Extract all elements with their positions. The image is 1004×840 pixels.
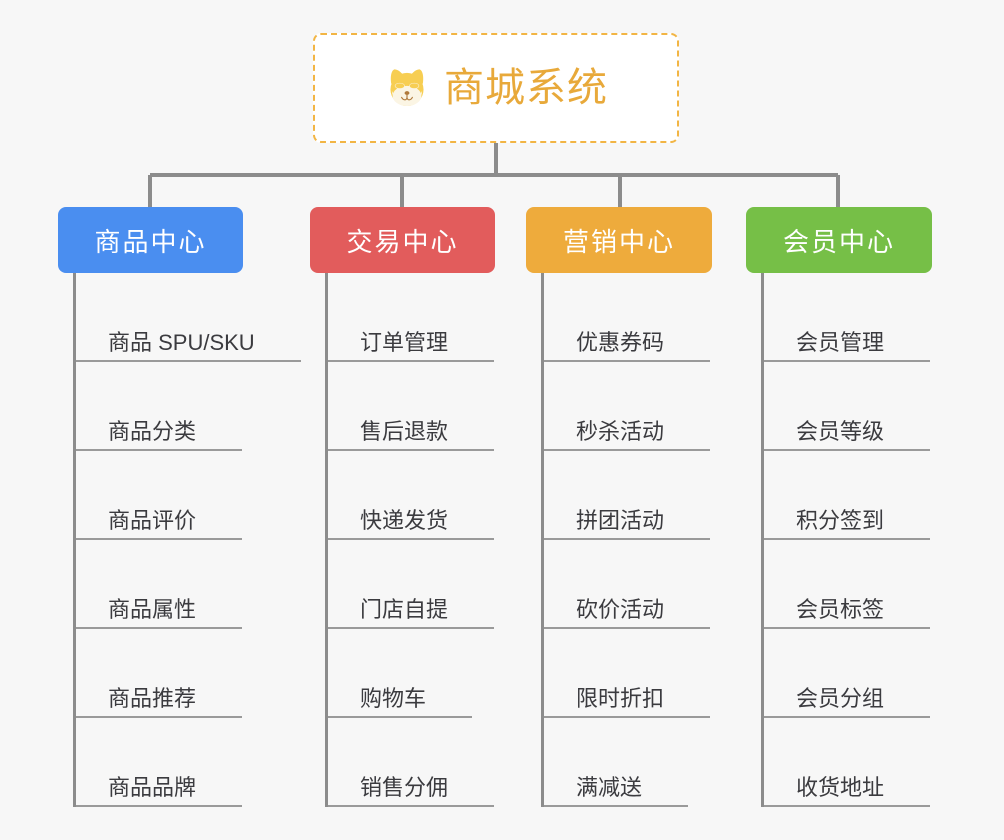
branch-column-1: 商品中心 商品 SPU/SKU 商品分类 商品评价 商品属性 商品推荐 商品品牌	[58, 207, 301, 807]
branch-column-3: 营销中心 优惠券码 秒杀活动 拼团活动 砍价活动 限时折扣 满减送	[526, 207, 712, 807]
root-title: 商城系统	[444, 66, 608, 110]
leaf-label: 商品 SPU/SKU	[76, 329, 301, 362]
leaf-item[interactable]: 积分签到	[764, 451, 931, 540]
leaf-list-3: 优惠券码 秒杀活动 拼团活动 砍价活动 限时折扣 满减送	[541, 273, 711, 807]
leaf-item[interactable]: 订单管理	[328, 273, 495, 362]
leaf-item[interactable]: 限时折扣	[544, 629, 711, 718]
leaf-item[interactable]: 收货地址	[764, 718, 931, 807]
leaf-item[interactable]: 优惠券码	[544, 273, 711, 362]
branch-header-4[interactable]: 会员中心	[746, 207, 932, 273]
leaf-item[interactable]: 拼团活动	[544, 451, 711, 540]
branch-header-3[interactable]: 营销中心	[526, 207, 712, 273]
leaf-item[interactable]: 商品分类	[76, 362, 301, 451]
leaf-item[interactable]: 商品评价	[76, 451, 301, 540]
leaf-label: 优惠券码	[544, 329, 711, 362]
leaf-item[interactable]: 购物车	[328, 629, 494, 718]
leaf-item[interactable]: 秒杀活动	[544, 362, 711, 451]
branch-header-label-1: 商品中心	[94, 226, 207, 257]
leaf-item[interactable]: 会员分组	[764, 629, 931, 718]
leaf-label: 商品评价	[76, 507, 243, 540]
leaf-label: 会员等级	[764, 418, 931, 451]
leaf-item[interactable]: 快递发货	[328, 451, 495, 540]
leaf-item[interactable]: 门店自提	[328, 540, 495, 629]
leaf-label: 销售分佣	[328, 774, 495, 807]
leaf-item[interactable]: 砍价活动	[544, 540, 711, 629]
branch-column-4: 会员中心 会员管理 会员等级 积分签到 会员标签 会员分组 收货地址	[746, 207, 932, 807]
leaf-label: 商品属性	[76, 596, 243, 629]
leaf-list-1: 商品 SPU/SKU 商品分类 商品评价 商品属性 商品推荐 商品品牌	[73, 273, 301, 807]
branch-header-label-3: 营销中心	[562, 226, 675, 257]
leaf-label: 限时折扣	[544, 685, 711, 718]
leaf-item[interactable]: 会员管理	[764, 273, 931, 362]
leaf-label: 购物车	[328, 685, 473, 718]
leaf-label: 会员分组	[764, 685, 931, 718]
branch-header-1[interactable]: 商品中心	[58, 207, 243, 273]
leaf-item[interactable]: 售后退款	[328, 362, 495, 451]
leaf-label: 满减送	[544, 774, 689, 807]
leaf-item[interactable]: 满减送	[544, 718, 710, 807]
leaf-label: 商品推荐	[76, 685, 243, 718]
leaf-label: 会员管理	[764, 329, 931, 362]
leaf-label: 砍价活动	[544, 596, 711, 629]
branch-column-2: 交易中心 订单管理 售后退款 快递发货 门店自提 购物车 销售分佣	[310, 207, 495, 807]
leaf-label: 秒杀活动	[544, 418, 711, 451]
leaf-item[interactable]: 商品 SPU/SKU	[76, 273, 301, 362]
leaf-label: 售后退款	[328, 418, 495, 451]
leaf-item[interactable]: 销售分佣	[328, 718, 495, 807]
leaf-item[interactable]: 会员标签	[764, 540, 931, 629]
leaf-label: 商品品牌	[76, 774, 243, 807]
root-node[interactable]: 商城系统	[313, 33, 679, 143]
leaf-item[interactable]: 会员等级	[764, 362, 931, 451]
leaf-label: 收货地址	[764, 774, 931, 807]
branch-header-label-2: 交易中心	[346, 226, 459, 257]
leaf-label: 快递发货	[328, 507, 495, 540]
leaf-label: 门店自提	[328, 596, 495, 629]
leaf-item[interactable]: 商品属性	[76, 540, 301, 629]
shiba-dog-face-icon	[390, 69, 424, 106]
branch-header-2[interactable]: 交易中心	[310, 207, 495, 273]
leaf-list-2: 订单管理 售后退款 快递发货 门店自提 购物车 销售分佣	[325, 273, 495, 807]
leaf-label: 积分签到	[764, 507, 931, 540]
leaf-label: 商品分类	[76, 418, 243, 451]
branch-header-label-4: 会员中心	[782, 226, 895, 257]
leaf-list-4: 会员管理 会员等级 积分签到 会员标签 会员分组 收货地址	[761, 273, 931, 807]
leaf-item[interactable]: 商品品牌	[76, 718, 301, 807]
leaf-item[interactable]: 商品推荐	[76, 629, 301, 718]
leaf-label: 订单管理	[328, 329, 495, 362]
leaf-label: 拼团活动	[544, 507, 711, 540]
leaf-label: 会员标签	[764, 596, 931, 629]
